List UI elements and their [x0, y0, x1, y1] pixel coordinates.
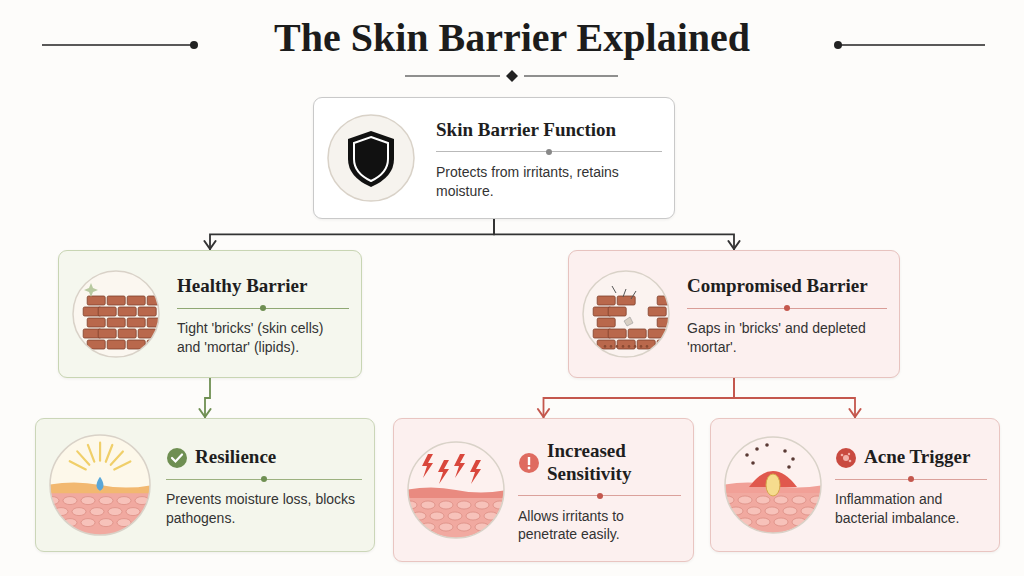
box-heading: Resilience [195, 446, 276, 469]
info-box: Healthy BarrierTight 'bricks' (skin cell… [58, 250, 362, 378]
box-illustration [48, 433, 152, 537]
status-badge [835, 447, 857, 469]
divider-dot [597, 493, 603, 499]
box-body-text: Protects from irritants, retains moistur… [436, 163, 636, 201]
heading-row: Healthy Barrier [177, 275, 349, 298]
arrow-head [538, 409, 549, 417]
box-heading: Compromised Barrier [687, 275, 868, 298]
rule-line [42, 44, 192, 46]
text-column: Increased SensitivityAllows irritants to… [518, 440, 681, 544]
box-body-text: Inflammation and bacterial imbalance. [835, 490, 985, 528]
info-box: Acne TriggerInflammation and bacterial i… [710, 418, 1000, 552]
info-box: ResiliencePrevents moisture loss, blocks… [35, 418, 375, 552]
box-illustration [723, 435, 823, 535]
box-illustration [581, 269, 671, 359]
rule-line [524, 75, 618, 76]
text-column: Acne TriggerInflammation and bacterial i… [835, 446, 987, 528]
arrow-head [849, 409, 860, 417]
box-illustration [406, 440, 506, 540]
rule-dot [190, 41, 198, 49]
heading-row: Resilience [166, 446, 362, 469]
divider-dot [546, 149, 552, 155]
flow-connector [734, 378, 855, 418]
flow-connector [544, 378, 735, 418]
heading-row: Compromised Barrier [687, 275, 887, 298]
text-column: ResiliencePrevents moisture loss, blocks… [166, 446, 362, 528]
box-illustration [326, 113, 416, 203]
divider-dot [260, 305, 266, 311]
heading-divider [835, 474, 987, 484]
box-illustration [71, 269, 161, 359]
heading-divider [687, 303, 887, 313]
status-badge [518, 452, 540, 474]
info-box: Increased SensitivityAllows irritants to… [393, 418, 694, 562]
flow-connector [494, 219, 734, 250]
status-badge [166, 447, 188, 469]
rule-line [405, 75, 500, 76]
divider-dot [908, 476, 914, 482]
arrow-head [199, 409, 210, 417]
heading-row: Increased Sensitivity [518, 440, 681, 486]
rule-line [840, 44, 985, 46]
heading-divider [436, 147, 662, 157]
box-heading: Acne Trigger [864, 446, 970, 469]
box-body-text: Prevents moisture loss, blocks pathogens… [166, 490, 356, 528]
box-body-text: Allows irritants to penetrate easily. [518, 507, 681, 545]
heading-row: Skin Barrier Function [436, 119, 662, 142]
divider-dot [261, 476, 267, 482]
text-column: Skin Barrier FunctionProtects from irrit… [436, 119, 662, 201]
box-heading: Healthy Barrier [177, 275, 307, 298]
box-heading: Skin Barrier Function [436, 119, 616, 142]
box-body-text: Tight 'bricks' (skin cells) and 'mortar'… [177, 319, 349, 357]
heading-row: Acne Trigger [835, 446, 987, 469]
arrow-head [728, 241, 739, 249]
box-body-text: Gaps in 'bricks' and depleted 'mortar'. [687, 319, 877, 357]
info-box: Skin Barrier FunctionProtects from irrit… [313, 97, 675, 219]
diagram-title: The Skin Barrier Explained [274, 15, 750, 60]
rule-diamond [506, 70, 518, 82]
info-box: Compromised BarrierGaps in 'bricks' and … [568, 250, 900, 378]
title-bar: The Skin Barrier Explained [0, 14, 1024, 61]
heading-divider [177, 303, 349, 313]
divider-dot [784, 305, 790, 311]
flow-connector [210, 219, 494, 250]
text-column: Healthy BarrierTight 'bricks' (skin cell… [177, 275, 349, 357]
arrow-head [204, 241, 215, 249]
box-heading: Increased Sensitivity [547, 440, 681, 486]
heading-divider [166, 474, 362, 484]
text-column: Compromised BarrierGaps in 'bricks' and … [687, 275, 887, 357]
heading-divider [518, 491, 681, 501]
rule-dot [834, 41, 842, 49]
